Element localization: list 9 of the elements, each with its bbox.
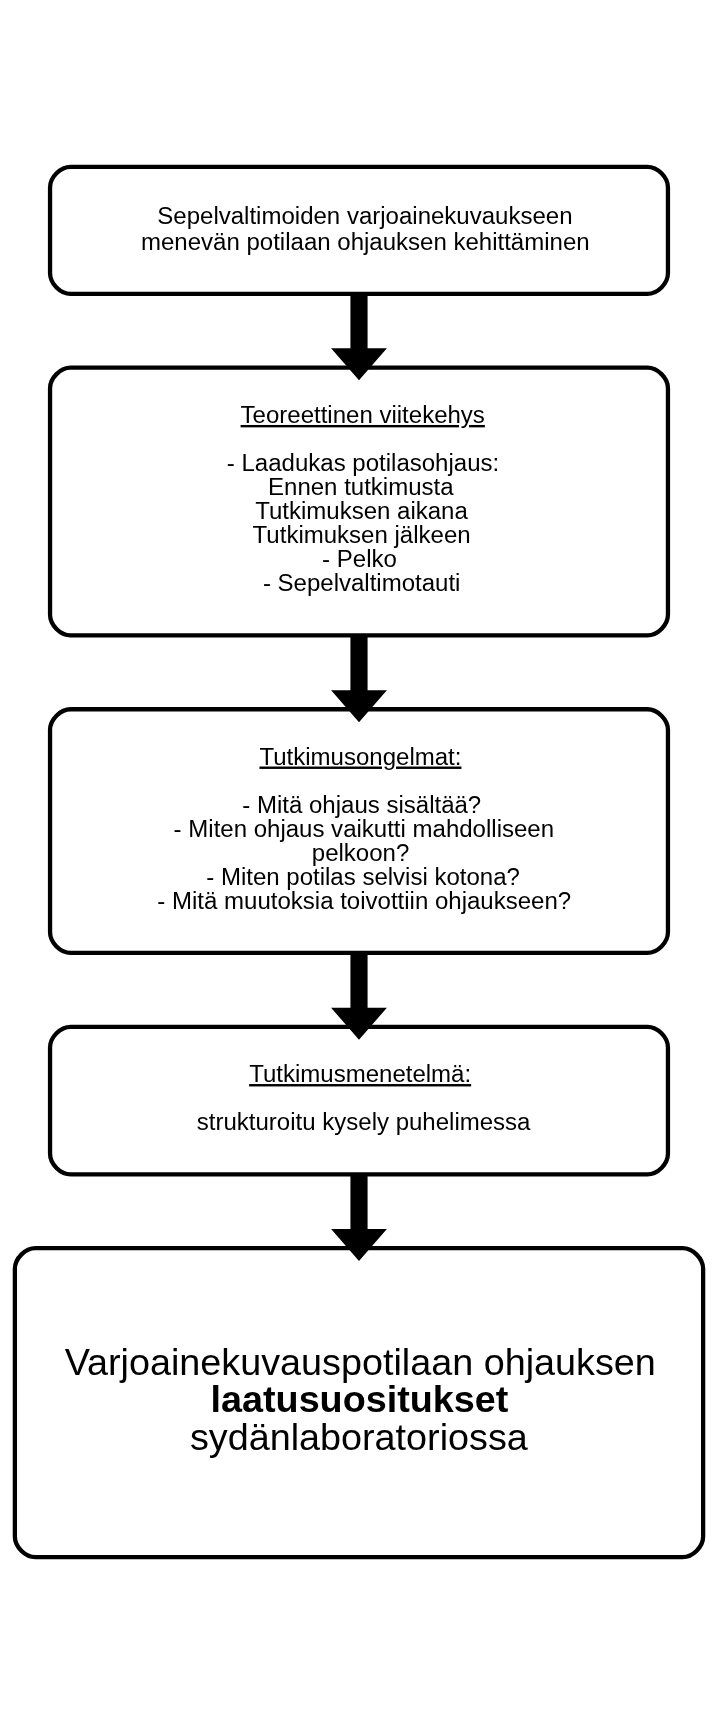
node-box: Teoreettinen viitekehys - Laadukas potilasohjaus: Ennen tutkimusta Tutkimuksen aikana Tutkimuksen jälkeen - Pelko - Sepelvaltimotauti	[47, 365, 671, 638]
arrow	[331, 294, 387, 381]
node-box: Tutkimusongelmat: - Mitä ohjaus sisältää? - Miten ohjaus vaikutti mahdolliseen pelkoon? - Miten potilas selvisi kotona? - Mitä muutoksia toivottiin ohjaukseen?	[47, 707, 671, 956]
arrow	[331, 953, 387, 1040]
node-box: Sepelvaltimoiden varjoainekuvaukseen menevän potilaan ohjauksen kehittäminen	[47, 164, 671, 297]
node-box: Tutkimusmenetelmä: strukturoitu kysely puhelimessa	[47, 1024, 671, 1177]
arrow	[331, 1174, 387, 1261]
node-box: Varjoainekuvauspotilaan ohjauksen laatusuositukset sydänlaboratoriossa	[12, 1246, 706, 1560]
arrow	[331, 635, 387, 723]
